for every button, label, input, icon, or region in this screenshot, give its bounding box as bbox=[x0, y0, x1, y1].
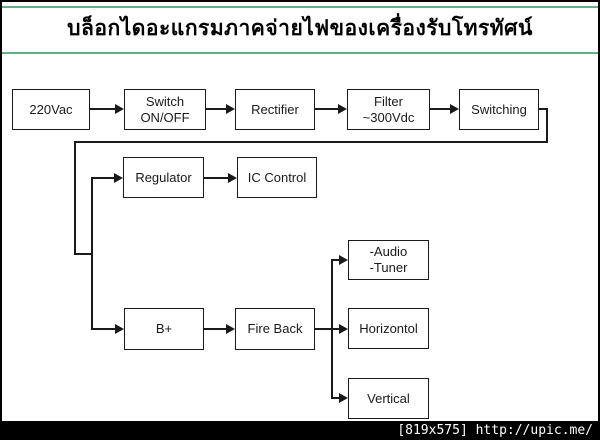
arrowhead-into-horizontol bbox=[339, 324, 348, 334]
node-regulator-label: Regulator bbox=[135, 169, 192, 185]
connector-left-jog bbox=[74, 253, 93, 255]
arrowhead-into-audio-tuner bbox=[339, 255, 348, 265]
node-filter: Filter ~300Vdc bbox=[347, 89, 430, 130]
connector-left-drop bbox=[74, 141, 76, 255]
node-switch-on-off-label: Switch ON/OFF bbox=[140, 93, 190, 125]
node-regulator: Regulator bbox=[123, 157, 204, 198]
title-top-rule bbox=[2, 6, 598, 8]
node-fire-back: Fire Back bbox=[235, 308, 315, 350]
connector-fireback-exit bbox=[315, 328, 333, 330]
title-bottom-rule bbox=[2, 52, 598, 54]
node-fire-back-label: Fire Back bbox=[247, 321, 303, 336]
node-rectifier-label: Rectifier bbox=[251, 101, 299, 117]
arrowhead-into-bplus bbox=[115, 324, 124, 334]
connector-rectifier-filter bbox=[315, 108, 339, 110]
arrowhead-into-filter bbox=[338, 104, 347, 114]
node-ic-control: IC Control bbox=[237, 157, 317, 198]
arrowhead-into-vertical bbox=[339, 393, 348, 403]
watermark-text: [819x575] http://upic.me/ bbox=[397, 423, 593, 438]
connector-fanout-horizontol bbox=[331, 328, 340, 330]
connector-fanout-audio bbox=[331, 259, 340, 261]
arrowhead-into-switch bbox=[115, 104, 124, 114]
connector-switching-exit bbox=[539, 108, 548, 110]
node-220vac: 220Vac bbox=[12, 89, 90, 130]
arrowhead-into-iccontrol bbox=[228, 173, 237, 183]
node-switch-on-off: Switch ON/OFF bbox=[124, 89, 206, 130]
node-switching-label: Switching bbox=[471, 101, 527, 117]
node-horizontol-label: Horizontol bbox=[359, 320, 418, 336]
node-220vac-label: 220Vac bbox=[29, 101, 73, 117]
node-audio-tuner-label: -Audio -Tuner bbox=[369, 244, 408, 275]
arrowhead-into-fireback bbox=[226, 324, 235, 334]
connector-bplus-fireback bbox=[204, 328, 226, 330]
connector-return-bus bbox=[74, 141, 548, 143]
node-audio-tuner: -Audio -Tuner bbox=[348, 240, 429, 280]
connector-spine-regulator bbox=[91, 177, 115, 179]
connector-switching-drop bbox=[546, 108, 548, 143]
node-ic-control-label: IC Control bbox=[247, 169, 307, 185]
connector-filter-switching bbox=[430, 108, 451, 110]
connector-spine-bplus bbox=[91, 328, 115, 330]
connector-fanout-vertical bbox=[331, 397, 340, 399]
node-vertical: Vertical bbox=[348, 378, 429, 419]
connector-branch-spine bbox=[91, 177, 93, 330]
node-horizontol: Horizontol bbox=[348, 308, 429, 349]
node-b-plus-label: B+ bbox=[155, 321, 173, 336]
connector-switch-rectifier bbox=[206, 108, 227, 110]
slide-title: บล็อกไดอะแกรมภาคจ่ายไฟของเครื่องรับโทรทั… bbox=[67, 17, 533, 40]
watermark-strip: [819x575] http://upic.me/ bbox=[2, 421, 598, 440]
arrowhead-into-rectifier bbox=[226, 104, 235, 114]
node-rectifier: Rectifier bbox=[235, 89, 315, 130]
node-vertical-label: Vertical bbox=[367, 390, 410, 406]
arrowhead-into-regulator bbox=[114, 173, 123, 183]
node-b-plus: B+ bbox=[124, 308, 204, 350]
arrowhead-into-switching bbox=[450, 104, 459, 114]
connector-regulator-iccontrol bbox=[204, 177, 229, 179]
connector-220vac-switch bbox=[90, 108, 116, 110]
node-switching: Switching bbox=[459, 89, 539, 130]
node-filter-label: Filter ~300Vdc bbox=[362, 93, 415, 125]
